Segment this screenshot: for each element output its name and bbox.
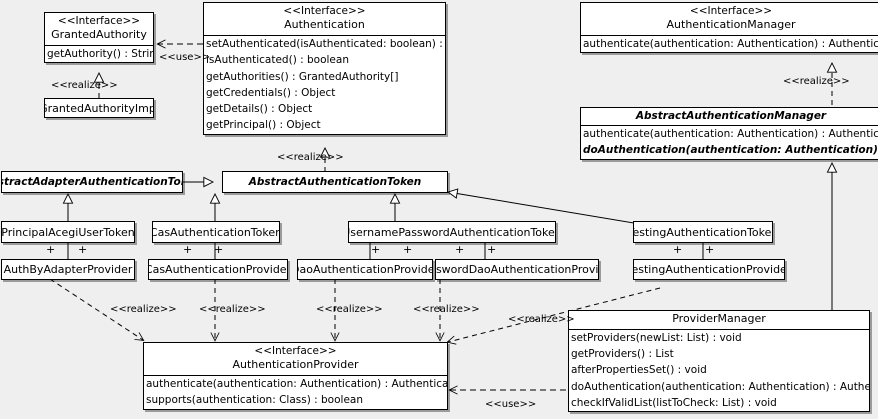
operation: setProviders(newList: List) : void xyxy=(571,331,742,344)
class-name: GrantedAuthorityImpl xyxy=(44,101,154,115)
operation: authenticate(authentication: Authenticat… xyxy=(583,128,878,141)
class-name: AuthenticationProvider xyxy=(232,358,359,372)
operations-compartment: getAuthority() : String xyxy=(45,45,153,62)
operation: afterPropertiesSet() : void xyxy=(571,364,707,377)
operations-compartment: setProviders(newList: List) : void getPr… xyxy=(569,328,870,411)
class-authentication[interactable]: <<Interface>> Authentication setAuthenti… xyxy=(203,2,446,135)
class-header: <<Interface>> AuthenticationProvider xyxy=(144,343,447,375)
class-name: Authentication xyxy=(284,18,365,32)
multiplicity-principal-left: + xyxy=(46,243,56,256)
operation: supports(authentication: Class) : boolea… xyxy=(146,394,363,407)
class-abstract-adapter-authentication-token[interactable]: AbstractAdapterAuthenticationToken xyxy=(1,171,183,193)
class-name: AuthenticationManager xyxy=(666,18,796,32)
multiplicity-username-right: + xyxy=(403,243,413,256)
operation: getCredentials() : Object xyxy=(206,86,336,99)
class-name: ProviderManager xyxy=(672,312,766,325)
class-name: CasAuthenticationToken xyxy=(152,225,280,239)
edge-label-realize-auth-by-adapter: <<realize>> xyxy=(110,304,177,315)
operation: doAuthentication(authentication: Authent… xyxy=(571,380,870,393)
multiplicity-testing-left: + xyxy=(673,243,683,256)
class-granted-authority[interactable]: <<Interface>> GrantedAuthority getAuthor… xyxy=(44,12,154,64)
class-cas-authentication-token[interactable]: CasAuthenticationToken xyxy=(152,221,280,243)
operations-compartment: authenticate(authentication: Authenticat… xyxy=(581,35,878,52)
class-testing-authentication-token[interactable]: TestingAuthenticationToken xyxy=(633,221,773,243)
class-auth-by-adapter-provider[interactable]: AuthByAdapterProvider xyxy=(1,259,135,280)
class-name: PrincipalAcegiUserToken xyxy=(1,225,135,239)
stereotype-label: <<Interface>> xyxy=(254,345,337,357)
operation: getPrincipal() : Object xyxy=(206,119,321,132)
operation: getAuthority() : String xyxy=(47,48,154,61)
class-abstract-authentication-token[interactable]: AbstractAuthenticationToken xyxy=(222,171,448,193)
class-name: CasAuthenticationProvider xyxy=(148,263,288,276)
class-authentication-provider[interactable]: <<Interface>> AuthenticationProvider aut… xyxy=(143,342,448,410)
class-authentication-manager[interactable]: <<Interface>> AuthenticationManager auth… xyxy=(580,2,878,54)
stereotype-label: <<Interface>> xyxy=(689,5,773,17)
operation: getDetails() : Object xyxy=(206,103,313,116)
class-abstract-authentication-manager[interactable]: AbstractAuthenticationManager authentica… xyxy=(580,107,878,160)
class-name: AuthByAdapterProvider xyxy=(3,263,133,276)
multiplicity-username-right-2: + xyxy=(487,243,497,256)
operation: doAuthentication(authentication: Authent… xyxy=(583,144,878,157)
class-name: AbstractAuthenticationManager xyxy=(635,110,827,122)
edge-label-realize-dao: <<realize>> xyxy=(316,304,383,315)
operations-compartment: authenticate(authentication: Authenticat… xyxy=(581,125,878,159)
operation: authenticate(authentication: Authenticat… xyxy=(146,378,448,391)
operations-compartment: authenticate(authentication: Authenticat… xyxy=(144,375,447,409)
class-header: AbstractAuthenticationManager xyxy=(581,108,878,125)
edge-label-use-authentication: <<use>> xyxy=(159,52,211,63)
edge-label-realize-testing: <<realize>> xyxy=(508,314,575,325)
edge-label-realize-abstract-authentication-manager: <<realize>> xyxy=(783,76,850,87)
class-dao-authentication-provider[interactable]: DaoAuthenticationProvider xyxy=(297,259,433,280)
class-header: <<Interface>> Authentication xyxy=(204,3,445,35)
edge-label-realize-password-dao: <<realize>> xyxy=(413,304,480,315)
stereotype-label: <<Interface>> xyxy=(283,5,366,17)
class-name: DaoAuthenticationProvider xyxy=(297,263,433,276)
class-name: PasswordDaoAuthenticationProvider xyxy=(435,263,599,276)
class-principal-acegi-user-token[interactable]: PrincipalAcegiUserToken xyxy=(1,221,135,243)
class-username-password-authentication-token[interactable]: UsernamePasswordAuthenticationToken xyxy=(348,221,556,243)
edge-label-use-provider-manager: <<use>> xyxy=(485,399,537,410)
class-provider-manager[interactable]: ProviderManager setProviders(newList: Li… xyxy=(568,310,870,413)
operation: authenticate(authentication: Authenticat… xyxy=(583,38,878,51)
class-testing-authentication-provider[interactable]: TestingAuthenticationProvider xyxy=(633,259,785,280)
multiplicity-testing-right: + xyxy=(705,243,715,256)
class-name: TestingAuthenticationProvider xyxy=(633,263,785,276)
class-header: ProviderManager xyxy=(569,311,869,329)
class-granted-authority-impl[interactable]: GrantedAuthorityImpl xyxy=(44,98,154,118)
operation: getProviders() : List xyxy=(571,348,674,361)
class-name: TestingAuthenticationToken xyxy=(633,225,773,239)
class-name: AbstractAuthenticationToken xyxy=(248,176,422,188)
operation: getAuthorities() : GrantedAuthority[] xyxy=(206,70,399,83)
multiplicity-username-left-2: + xyxy=(455,243,465,256)
edge-label-realize-cas: <<realize>> xyxy=(199,304,266,315)
multiplicity-username-left: + xyxy=(371,243,381,256)
stereotype-label: <<Interface>> xyxy=(57,15,141,27)
operations-compartment: setAuthenticated(isAuthenticated: boolea… xyxy=(204,35,445,134)
multiplicity-principal-right: + xyxy=(78,243,88,256)
multiplicity-cas-left: + xyxy=(183,243,193,256)
class-password-dao-authentication-provider[interactable]: PasswordDaoAuthenticationProvider xyxy=(435,259,599,280)
operation: checkIfValidList(listToCheck: List) : vo… xyxy=(571,396,777,409)
class-header: <<Interface>> GrantedAuthority xyxy=(45,13,153,45)
operation: setAuthenticated(isAuthenticated: boolea… xyxy=(206,38,446,51)
class-name: UsernamePasswordAuthenticationToken xyxy=(348,225,556,239)
class-name: AbstractAdapterAuthenticationToken xyxy=(2,176,182,188)
class-cas-authentication-provider[interactable]: CasAuthenticationProvider xyxy=(148,259,288,280)
class-header: <<Interface>> AuthenticationManager xyxy=(581,3,878,35)
edge-label-realize-abstract-authentication-token: <<realize>> xyxy=(277,152,344,163)
class-name: GrantedAuthority xyxy=(51,28,147,42)
multiplicity-cas-right: + xyxy=(214,243,224,256)
operation: isAuthenticated() : boolean xyxy=(206,54,349,67)
edge-label-realize-granted-authority-impl: <<realize>> xyxy=(51,80,118,91)
